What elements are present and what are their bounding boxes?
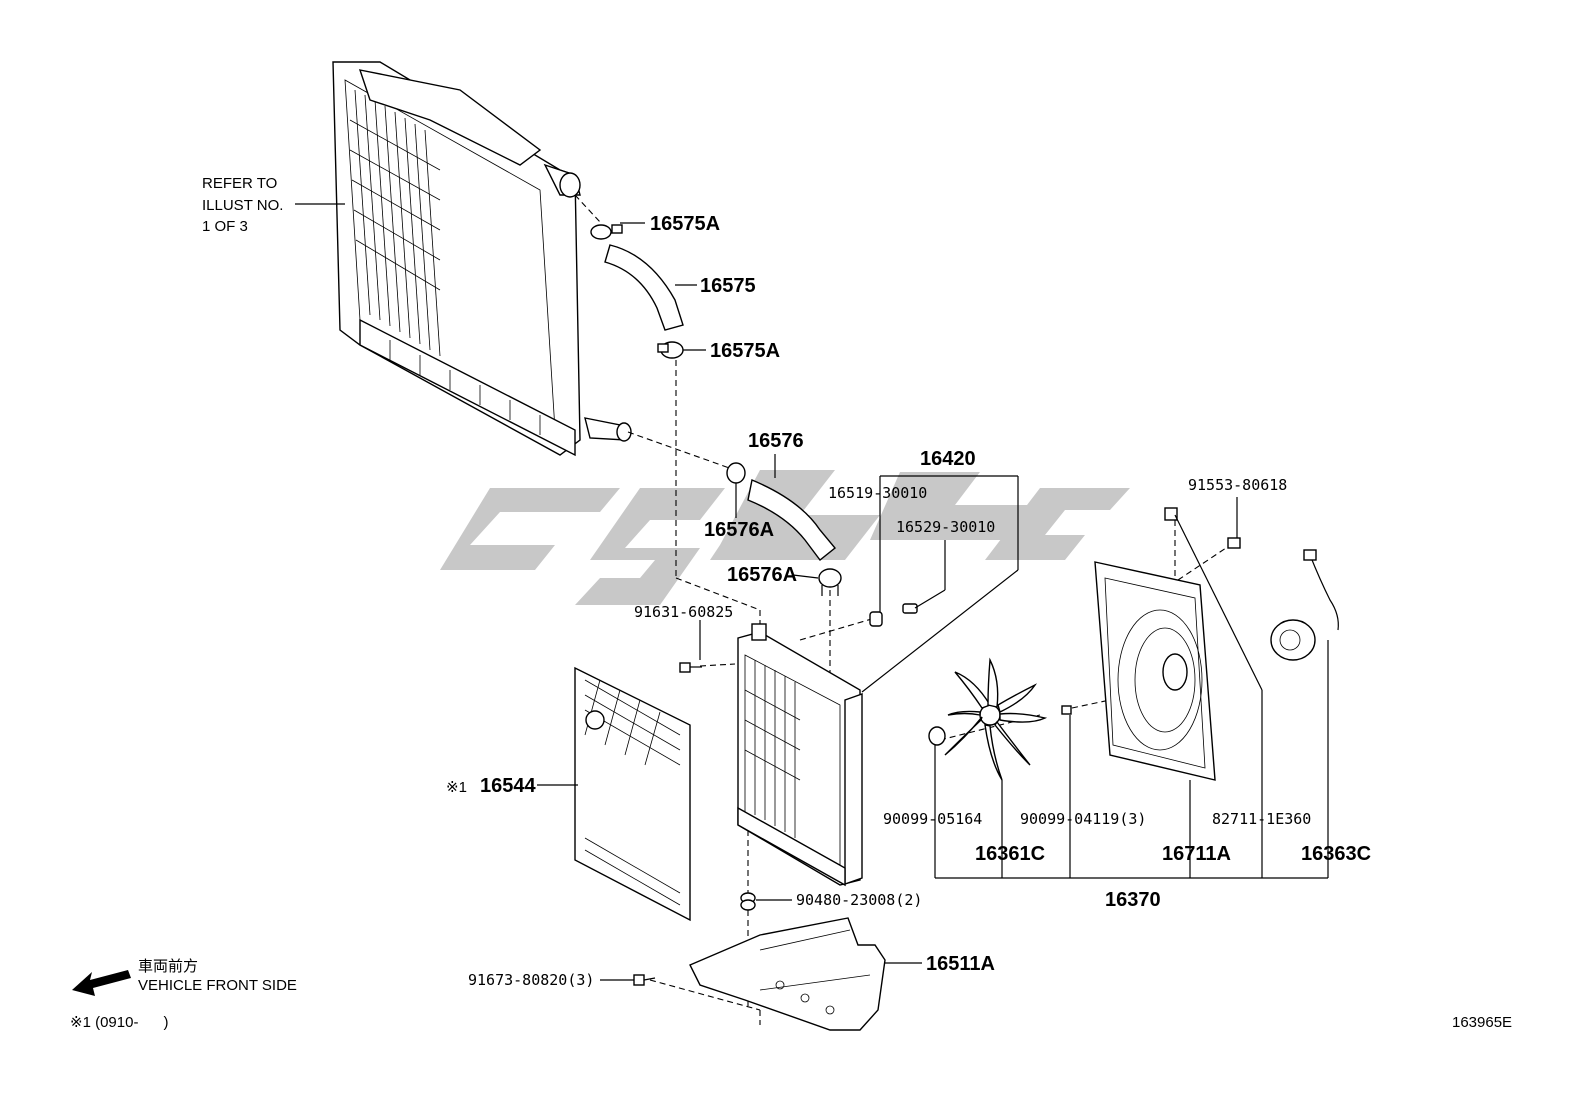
callout-16511A[interactable]: 16511A	[926, 953, 995, 975]
hose-16575	[604, 244, 684, 331]
hose-16576	[747, 479, 836, 561]
callout-16575A-top[interactable]: 16575A	[650, 213, 720, 235]
grommet-90480	[740, 892, 756, 911]
callout-91631-60825[interactable]: 91631-60825	[634, 603, 733, 621]
vehicle-front-direction: 車両前方 VEHICLE FRONT SIDE	[72, 958, 297, 996]
clamp-16576A-right	[818, 568, 842, 596]
callout-91553-80618[interactable]: 91553-80618	[1188, 476, 1287, 494]
callout-82711-1E360[interactable]: 82711-1E360	[1212, 810, 1311, 828]
refer-note-line-1: REFER TO	[202, 175, 277, 192]
callout-16575[interactable]: 16575	[700, 275, 756, 297]
support-16511A	[689, 917, 886, 1031]
callout-90480-23008[interactable]: 90480-23008(2)	[796, 891, 922, 909]
fan-blade-16361C	[944, 657, 1048, 781]
callout-16711A[interactable]: 16711A	[1162, 843, 1231, 865]
fan-motor-16363C	[1270, 549, 1339, 661]
callout-16576[interactable]: 16576	[748, 430, 804, 452]
refer-note-line-2: ILLUST NO.	[202, 197, 283, 214]
callout-16361C[interactable]: 16361C	[975, 843, 1045, 865]
upper-radiator-illustration	[332, 61, 632, 457]
hose-16575A-clamp-bottom	[657, 341, 684, 359]
refer-note: REFER TO ILLUST NO. 1 OF 3	[202, 175, 283, 235]
callout-16529-30010[interactable]: 16529-30010	[896, 518, 995, 536]
footnote: ※1 (0910- )	[70, 1014, 168, 1031]
hose-16575A-clamp-top	[590, 224, 623, 240]
direction-label-jp: 車両前方	[138, 958, 198, 975]
callout-16544[interactable]: 16544	[480, 775, 536, 797]
radiator-16420	[737, 623, 863, 887]
bolt-91631	[679, 662, 702, 673]
drain-plug-16519	[869, 611, 883, 627]
callout-16519-30010[interactable]: 16519-30010	[828, 484, 927, 502]
callout-90099-04119[interactable]: 90099-04119(3)	[1020, 810, 1146, 828]
shroud-16544	[574, 666, 691, 922]
callout-16363C[interactable]: 16363C	[1301, 843, 1371, 865]
callout-16420[interactable]: 16420	[920, 448, 976, 470]
leader-lines	[295, 203, 1329, 981]
callout-90099-05164[interactable]: 90099-05164	[883, 810, 982, 828]
screw-90099-04119	[1061, 705, 1072, 715]
refer-note-line-3: 1 OF 3	[202, 218, 248, 235]
direction-label-en: VEHICLE FRONT SIDE	[138, 977, 297, 994]
drain-cock-16529	[902, 603, 918, 614]
callout-16576A-right[interactable]: 16576A	[727, 564, 797, 586]
callout-16370[interactable]: 16370	[1105, 889, 1161, 911]
clamp-16576A-left	[726, 462, 746, 484]
part-callouts: 16575A 16575 16575A 16576 16576A 16576A …	[446, 213, 1371, 989]
callout-91673-80820[interactable]: 91673-80820(3)	[468, 971, 594, 989]
illustration-id: 163965E	[1452, 1014, 1512, 1031]
nut-90099-05164	[928, 726, 946, 746]
front-arrow-icon	[72, 970, 131, 996]
callout-16544-mark: ※1	[446, 779, 467, 796]
callout-16576A-left[interactable]: 16576A	[704, 519, 774, 541]
fan-shroud-16711A	[1094, 561, 1216, 781]
clip-91553	[1164, 507, 1241, 549]
callout-16575A-bottom[interactable]: 16575A	[710, 340, 780, 362]
